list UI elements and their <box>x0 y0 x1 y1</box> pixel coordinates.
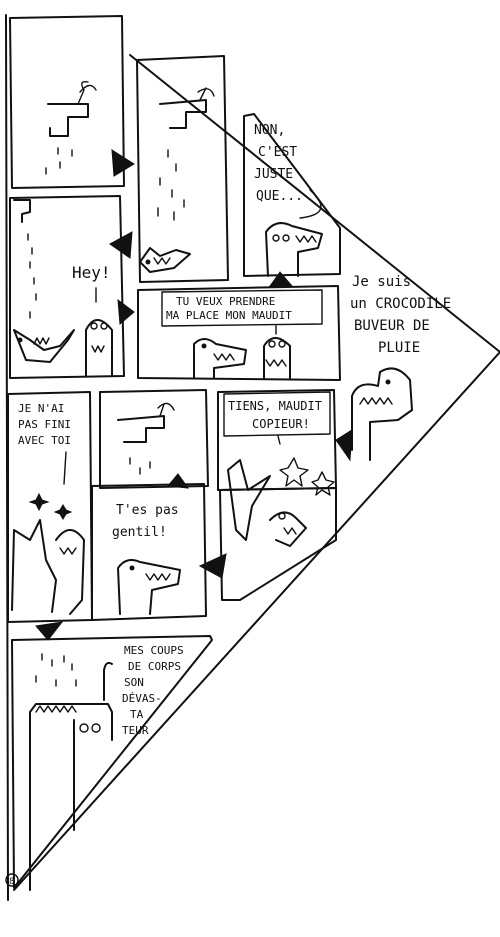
shower-head-icon <box>13 199 31 223</box>
bubble-non-line4: QUE... <box>256 189 303 204</box>
bubble-mes-coups-line3: SON <box>124 676 144 689</box>
panel-non: NON, C'EST JUSTE QUE... <box>243 113 341 277</box>
bubble-non-line2: C'EST <box>258 145 297 160</box>
bubble-tiens-line2: COPIEUR! <box>252 417 310 431</box>
bubble-mes-coups-line2: DE CORPS <box>128 660 181 673</box>
panel-mes-coups: MES COUPS DE CORPS SON DÉVAS- TA TEUR <box>11 635 213 891</box>
faucet-icon <box>47 80 97 137</box>
bubble-mes-coups-line5: TA <box>130 708 144 721</box>
bubble-tu-veux-line2: MA PLACE MON MAUDIT <box>166 309 292 322</box>
bubble-tes-pas-line1: T'es pas <box>116 503 179 518</box>
bubble-non-line1: NON, <box>254 123 285 138</box>
fighting-crocodiles <box>227 459 307 547</box>
tall-crocodile-body <box>29 661 113 891</box>
caption-je-suis-line2: un CROCODILE <box>350 296 451 312</box>
panel-tu-veux: TU VEUX PRENDRE MA PLACE MON MAUDIT <box>137 285 341 381</box>
page-outline <box>5 14 500 901</box>
panel-tiens: TIENS, MAUDIT COPIEUR! <box>217 389 337 601</box>
panel-hey: Hey! <box>9 195 125 379</box>
bubble-non-line3: JUSTE <box>254 167 293 182</box>
faucet-icon <box>159 87 215 129</box>
crocodile-peeking <box>265 222 323 277</box>
speech-bubble-non: NON, C'EST JUSTE QUE... <box>254 123 322 219</box>
crocodile-head <box>139 247 191 273</box>
water-drops <box>45 147 73 175</box>
bubble-je-nai-line2: PAS FINI <box>18 418 71 431</box>
caption-je-suis-line1: Je suis <box>352 274 411 290</box>
speech-bubble-tes-pas: T'es pas gentil! <box>112 503 179 540</box>
fold-markers <box>35 149 353 641</box>
caption-je-suis-line3: BUVEUR DE <box>354 318 430 334</box>
panel-je-nai: JE N'AI PAS FINI AVEC TOI <box>7 391 93 623</box>
water-drops <box>35 653 77 687</box>
impact-stars <box>28 492 73 520</box>
water-drops <box>27 233 37 319</box>
impact-stars <box>279 457 335 496</box>
bubble-mes-coups-line4: DÉVAS- <box>122 692 162 705</box>
page-number: 8 <box>5 873 19 887</box>
bubble-je-nai-line1: JE N'AI <box>18 402 64 415</box>
panel-faucet-2 <box>136 55 229 283</box>
page-number-label: 8 <box>9 877 14 887</box>
crocodile-profile <box>193 338 247 379</box>
bubble-mes-coups-line6: TEUR <box>122 724 149 737</box>
speech-bubble-tu-veux: TU VEUX PRENDRE MA PLACE MON MAUDIT <box>161 289 323 335</box>
water-drops <box>129 457 151 475</box>
speech-bubble-tiens: TIENS, MAUDIT COPIEUR! <box>223 391 331 445</box>
bubble-mes-coups-line1: MES COUPS <box>124 644 184 657</box>
water-drops <box>157 149 185 221</box>
speech-bubble-mes-coups: MES COUPS DE CORPS SON DÉVAS- TA TEUR <box>122 644 184 737</box>
bubble-tes-pas-line2: gentil! <box>112 525 167 540</box>
crocodile-open-mouth <box>13 329 75 363</box>
panel-faucet-1 <box>9 15 125 189</box>
faucet-icon <box>117 402 175 443</box>
bubble-hey: Hey! <box>72 263 111 282</box>
bubble-je-nai-line3: AVEC TOI <box>18 434 71 447</box>
panel-tes-pas: T'es pas gentil! <box>91 389 209 621</box>
bubble-tu-veux-line1: TU VEUX PRENDRE <box>176 295 275 308</box>
crocodile-big <box>351 367 413 461</box>
fighting-crocodiles <box>11 519 85 615</box>
rival-crocodile <box>85 319 113 377</box>
crocodile-sad <box>117 559 181 615</box>
panel-je-suis: Je suis un CROCODILE BUVEUR DE PLUIE <box>350 274 451 461</box>
bubble-tiens-line1: TIENS, MAUDIT <box>228 399 322 413</box>
caption-je-suis-line4: PLUIE <box>378 340 420 356</box>
rival-crocodile <box>263 337 291 379</box>
